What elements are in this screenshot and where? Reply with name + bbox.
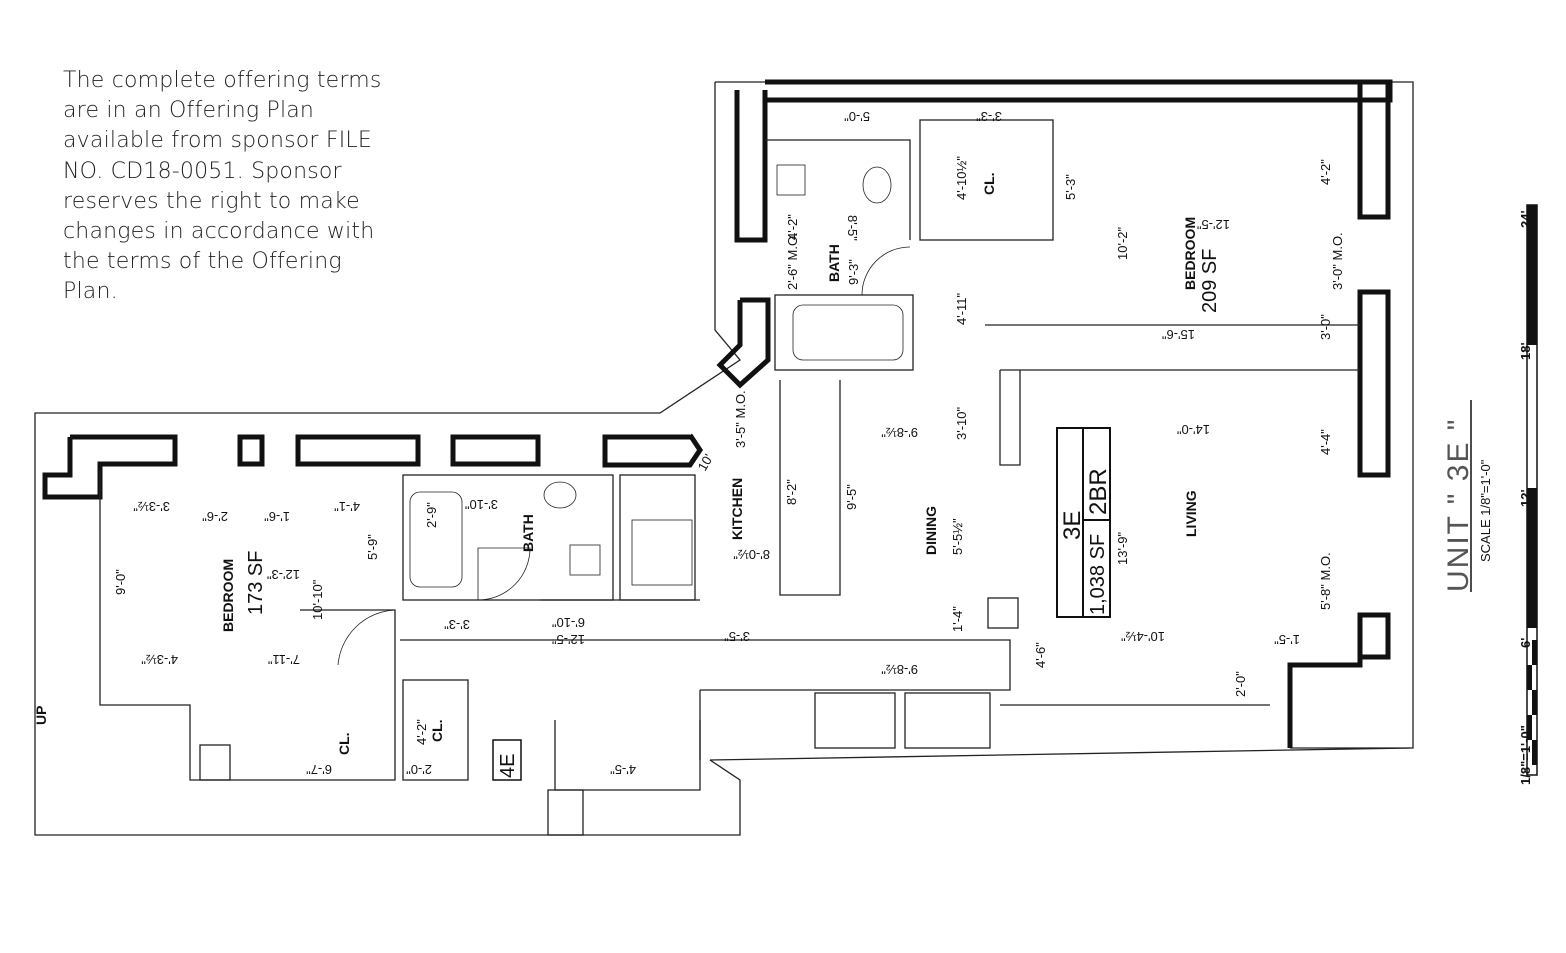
dimension: 9'-8½" [881, 662, 918, 677]
dimension: 3'-3" [976, 109, 1002, 124]
scale-label: 1/8"=1'-0" [1518, 725, 1533, 785]
scale-label: 6' [1518, 638, 1533, 648]
dimension: 2'-0" [406, 762, 432, 777]
room-bath-2: BATH [520, 514, 536, 552]
dimension: 5'-9" [365, 534, 380, 560]
room-area: 173 SF [245, 551, 267, 615]
dimension: 5'-3" [1063, 174, 1078, 200]
dimension: 12'-3" [266, 567, 300, 582]
dimension: 10'-10" [310, 579, 325, 620]
dimension: 9'-3" [846, 259, 861, 285]
dimension: 4'-2" [414, 719, 429, 745]
dimension: 10' [695, 451, 716, 473]
room-closet: CL. [981, 172, 997, 195]
scale-note: SCALE 1/8"=1'-0" [1478, 459, 1493, 562]
toilet-icon [862, 166, 892, 204]
neighbor-unit: 4E [497, 754, 519, 778]
dimension: 3'-5" M.O. [733, 390, 748, 448]
dimension: 5'-5½" [950, 518, 965, 555]
dimension: 2'-6" M.O. [785, 232, 800, 290]
dimension: 9'-8½" [881, 425, 918, 440]
room-dining: DINING [923, 506, 939, 555]
dimension: 15'-6" [1161, 327, 1195, 342]
dimension: 1'-6" [264, 509, 290, 524]
unit-area: 1,038 SF [1087, 534, 1109, 615]
dimension: 9'-0" [113, 569, 128, 595]
dimension: 3'-3" [444, 617, 470, 632]
scale-label: 12' [1518, 489, 1533, 507]
room-bedroom-2: BEDROOM [220, 559, 236, 632]
dimension: 8'-5" [845, 215, 860, 241]
room-labels: BEDROOM 209 SF LIVING DINING KITCHEN BAT… [33, 172, 1221, 781]
scale-label: 24' [1518, 210, 1533, 228]
dimension: 4'-4" [1318, 429, 1333, 455]
bathtub-icon [409, 491, 463, 588]
scale-label: 18' [1518, 342, 1533, 360]
dimension: 9'-5" [844, 484, 859, 510]
dimension: 3'-0" M.O. [1330, 232, 1345, 290]
room-bath-1: BATH [826, 244, 842, 282]
bathtub-icon [792, 304, 904, 361]
dimension: 1'-5" [1274, 632, 1300, 647]
room-kitchen: KITCHEN [729, 478, 745, 540]
dimension: 4'-1" [334, 499, 360, 514]
sink-icon [776, 164, 806, 196]
door-swing [477, 547, 531, 601]
dimension: 5'-8" M.O. [1318, 552, 1333, 610]
interior-walls [99, 119, 1360, 836]
room-bedroom-1: BEDROOM [1182, 217, 1198, 290]
dimension: 2'-0" [1233, 671, 1248, 697]
dimension: 3'-10" [464, 497, 498, 512]
dimension: 10'-4½" [1121, 629, 1165, 644]
dimension: 2'-6" [202, 509, 228, 524]
unit-number: 3E [1059, 511, 1086, 540]
sink-icon [569, 544, 601, 576]
dimension: 4'-11" [954, 292, 969, 325]
dimension: 7'-11" [267, 652, 300, 667]
dimension: 5'-0" [844, 109, 870, 124]
offering-notes: The complete offering terms are in an Of… [63, 68, 382, 305]
unit-title: UNIT " 3E " [1442, 418, 1475, 592]
dimension: 14'-0" [1176, 422, 1210, 437]
room-area: 209 SF [1199, 249, 1221, 313]
room-closet: CL. [429, 719, 445, 742]
toilet-icon [543, 481, 577, 509]
dimension: 4'-10½" [954, 156, 969, 200]
dimension: 12'-5" [1196, 217, 1230, 232]
dimension: 3'-10" [954, 406, 969, 440]
unit-type: 2BR [1085, 468, 1112, 515]
exterior-walls [42, 79, 1393, 748]
dimension: 4'-6" [1033, 642, 1048, 668]
fixtures [337, 164, 911, 666]
room-closet: CL. [336, 732, 352, 755]
dimension: 8'-2" [784, 479, 799, 505]
dimension: 4'-3½" [141, 652, 178, 667]
dimension: 8'-0½" [733, 547, 770, 562]
dimension: 4'-2" [785, 214, 800, 240]
range-icon [631, 519, 693, 586]
dimension: 6'-7" [306, 762, 332, 777]
door-swing [337, 609, 396, 666]
door-swing [861, 246, 911, 296]
dimension: 12'-5" [551, 632, 585, 647]
scale-bar: 1/8"=1'-0" 6' 12' 18' 24' [1518, 204, 1538, 785]
dimension: 10'-2" [1115, 226, 1130, 260]
dimension: 2'-9" [424, 502, 439, 528]
dimension: 4'-5" [610, 762, 636, 777]
dimension: 3'-5" [724, 629, 750, 644]
room-living: LIVING [1183, 490, 1199, 537]
unit-summary-box: 3E 1,038 SF 2BR [1056, 427, 1112, 618]
dimension: 3'-0" [1318, 314, 1333, 340]
dimension: 1'-4" [950, 606, 965, 632]
dimension: 4'-2" [1318, 159, 1333, 185]
dimension: 13'-9" [1115, 531, 1130, 565]
dimension: 3'-3½" [133, 499, 170, 514]
stair-up: UP [33, 706, 49, 725]
dimension: 6'-10" [551, 615, 585, 630]
dimension-labels: 5'-0" 3'-3" 4'-10½" 12'-5" 4'-2" 5'-3" 1… [113, 109, 1345, 777]
